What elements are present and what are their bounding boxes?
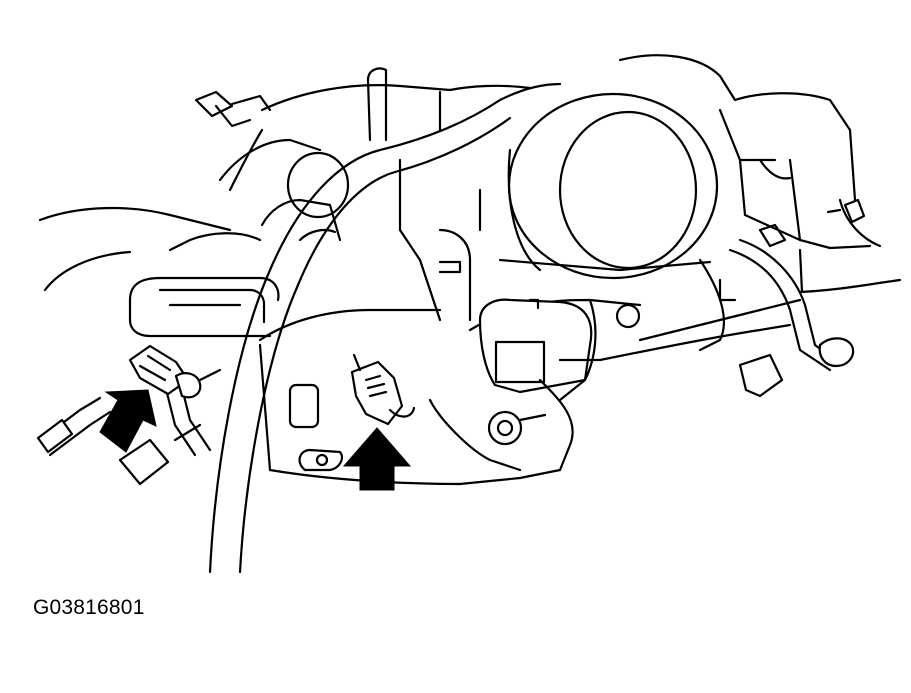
callout-arrow-left — [99, 389, 157, 453]
lower-intake-housing — [258, 158, 574, 486]
throttle-body — [468, 92, 725, 402]
wire-harness-left — [36, 378, 212, 486]
coolant-hose — [208, 82, 562, 574]
tps-connector — [478, 298, 593, 394]
sensor-connector-center — [350, 353, 416, 426]
figure-id-label: G03816801 — [33, 596, 145, 619]
injector-connector-left — [128, 344, 222, 399]
wire-harness-right — [558, 198, 866, 398]
vacuum-hoses — [38, 128, 350, 338]
intake-manifold — [260, 54, 902, 294]
bracket-bolt — [428, 398, 547, 472]
vacuum-fitting-top — [194, 90, 272, 128]
callout-arrow-center — [342, 427, 412, 491]
